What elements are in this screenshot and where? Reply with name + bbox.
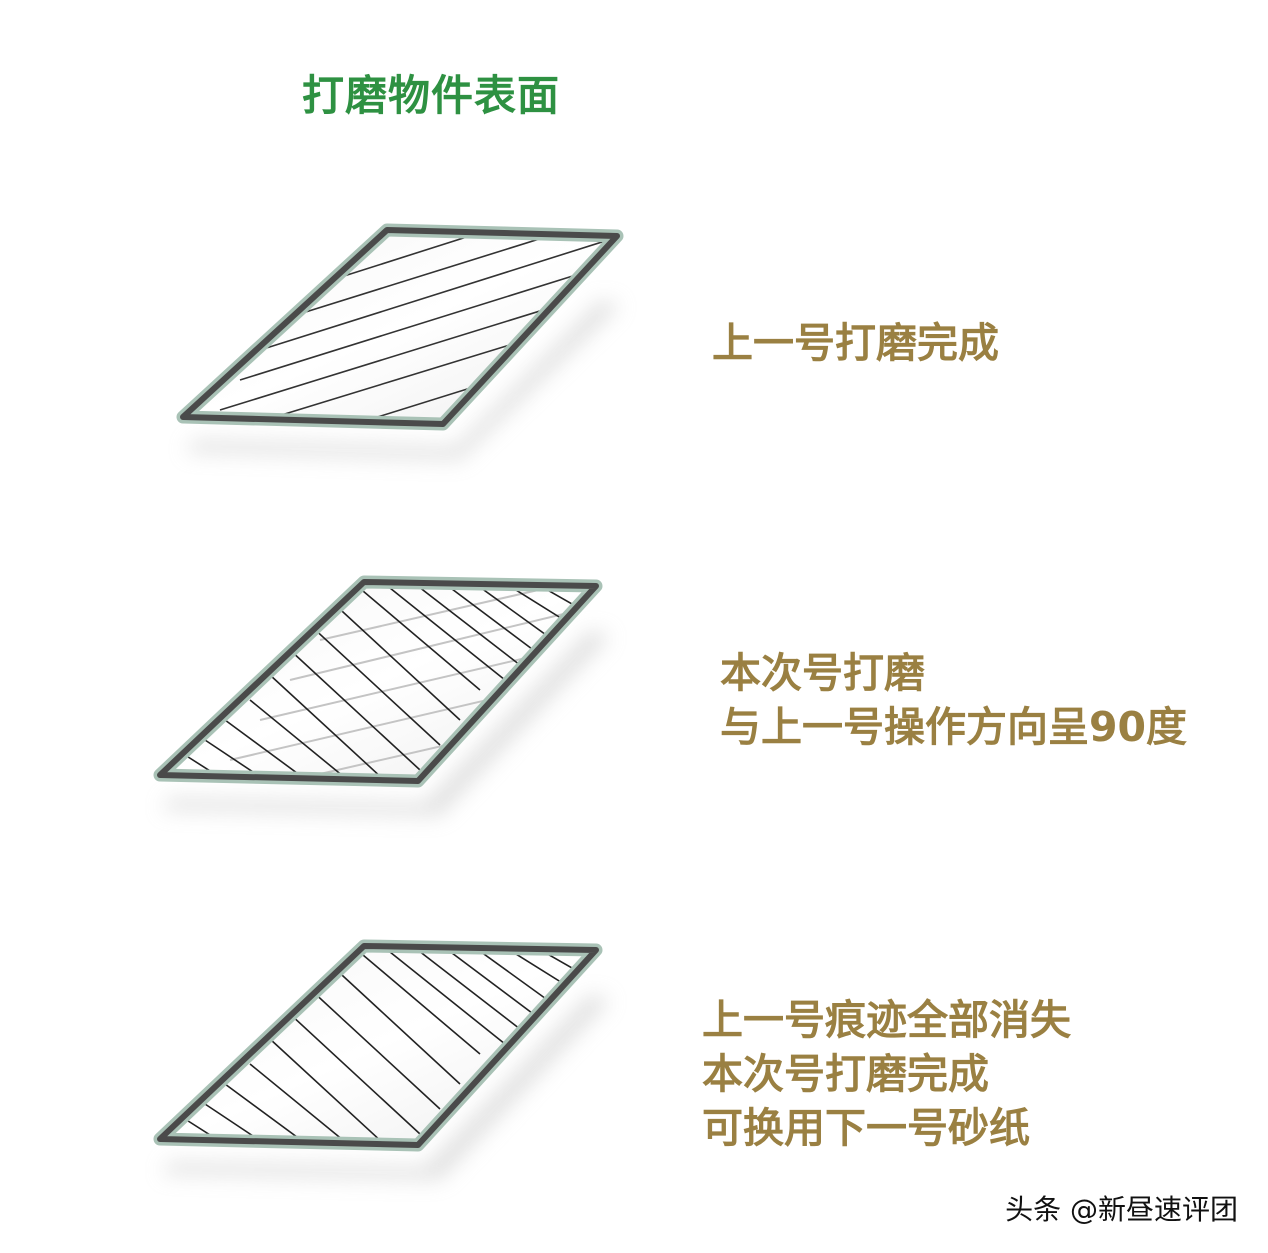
panel-2-fill [160,582,596,781]
surface-panel-2 [153,575,610,816]
panel-3-shadow [162,994,610,1180]
panel-1-frame [180,227,620,427]
step-2-line-2: 与上一号操作方向呈90度 [720,703,1188,751]
surface-panel-1 [176,223,624,460]
step-3-caption: 上一号痕迹全部消失 本次号打磨完成 可换用下一号砂纸 [702,993,1071,1155]
step-1-caption: 上一号打磨完成 [712,316,999,370]
step-3-line-2: 本次号打磨完成 [702,1050,989,1098]
step-1-line-1: 上一号打磨完成 [712,319,999,367]
panel-3-fill [160,946,596,1145]
step-3-line-3: 可换用下一号砂纸 [702,1104,1030,1152]
step-2-caption: 本次号打磨 与上一号操作方向呈90度 [720,646,1187,754]
step-2-line-1: 本次号打磨 [720,649,925,697]
panel-2-shadow [162,630,610,816]
panel-3-frame [157,943,599,1148]
watermark: 头条 @新昼速评团 [1005,1193,1238,1226]
surface-panel-3 [153,939,610,1180]
diagram-title: 打磨物件表面 [302,71,561,120]
panel-1-shadow [185,300,620,460]
step-3-line-1: 上一号痕迹全部消失 [702,996,1071,1044]
panel-1-fill [183,230,617,424]
panel-2-frame [157,579,599,784]
panel-3-scratch-lines [184,946,596,1145]
